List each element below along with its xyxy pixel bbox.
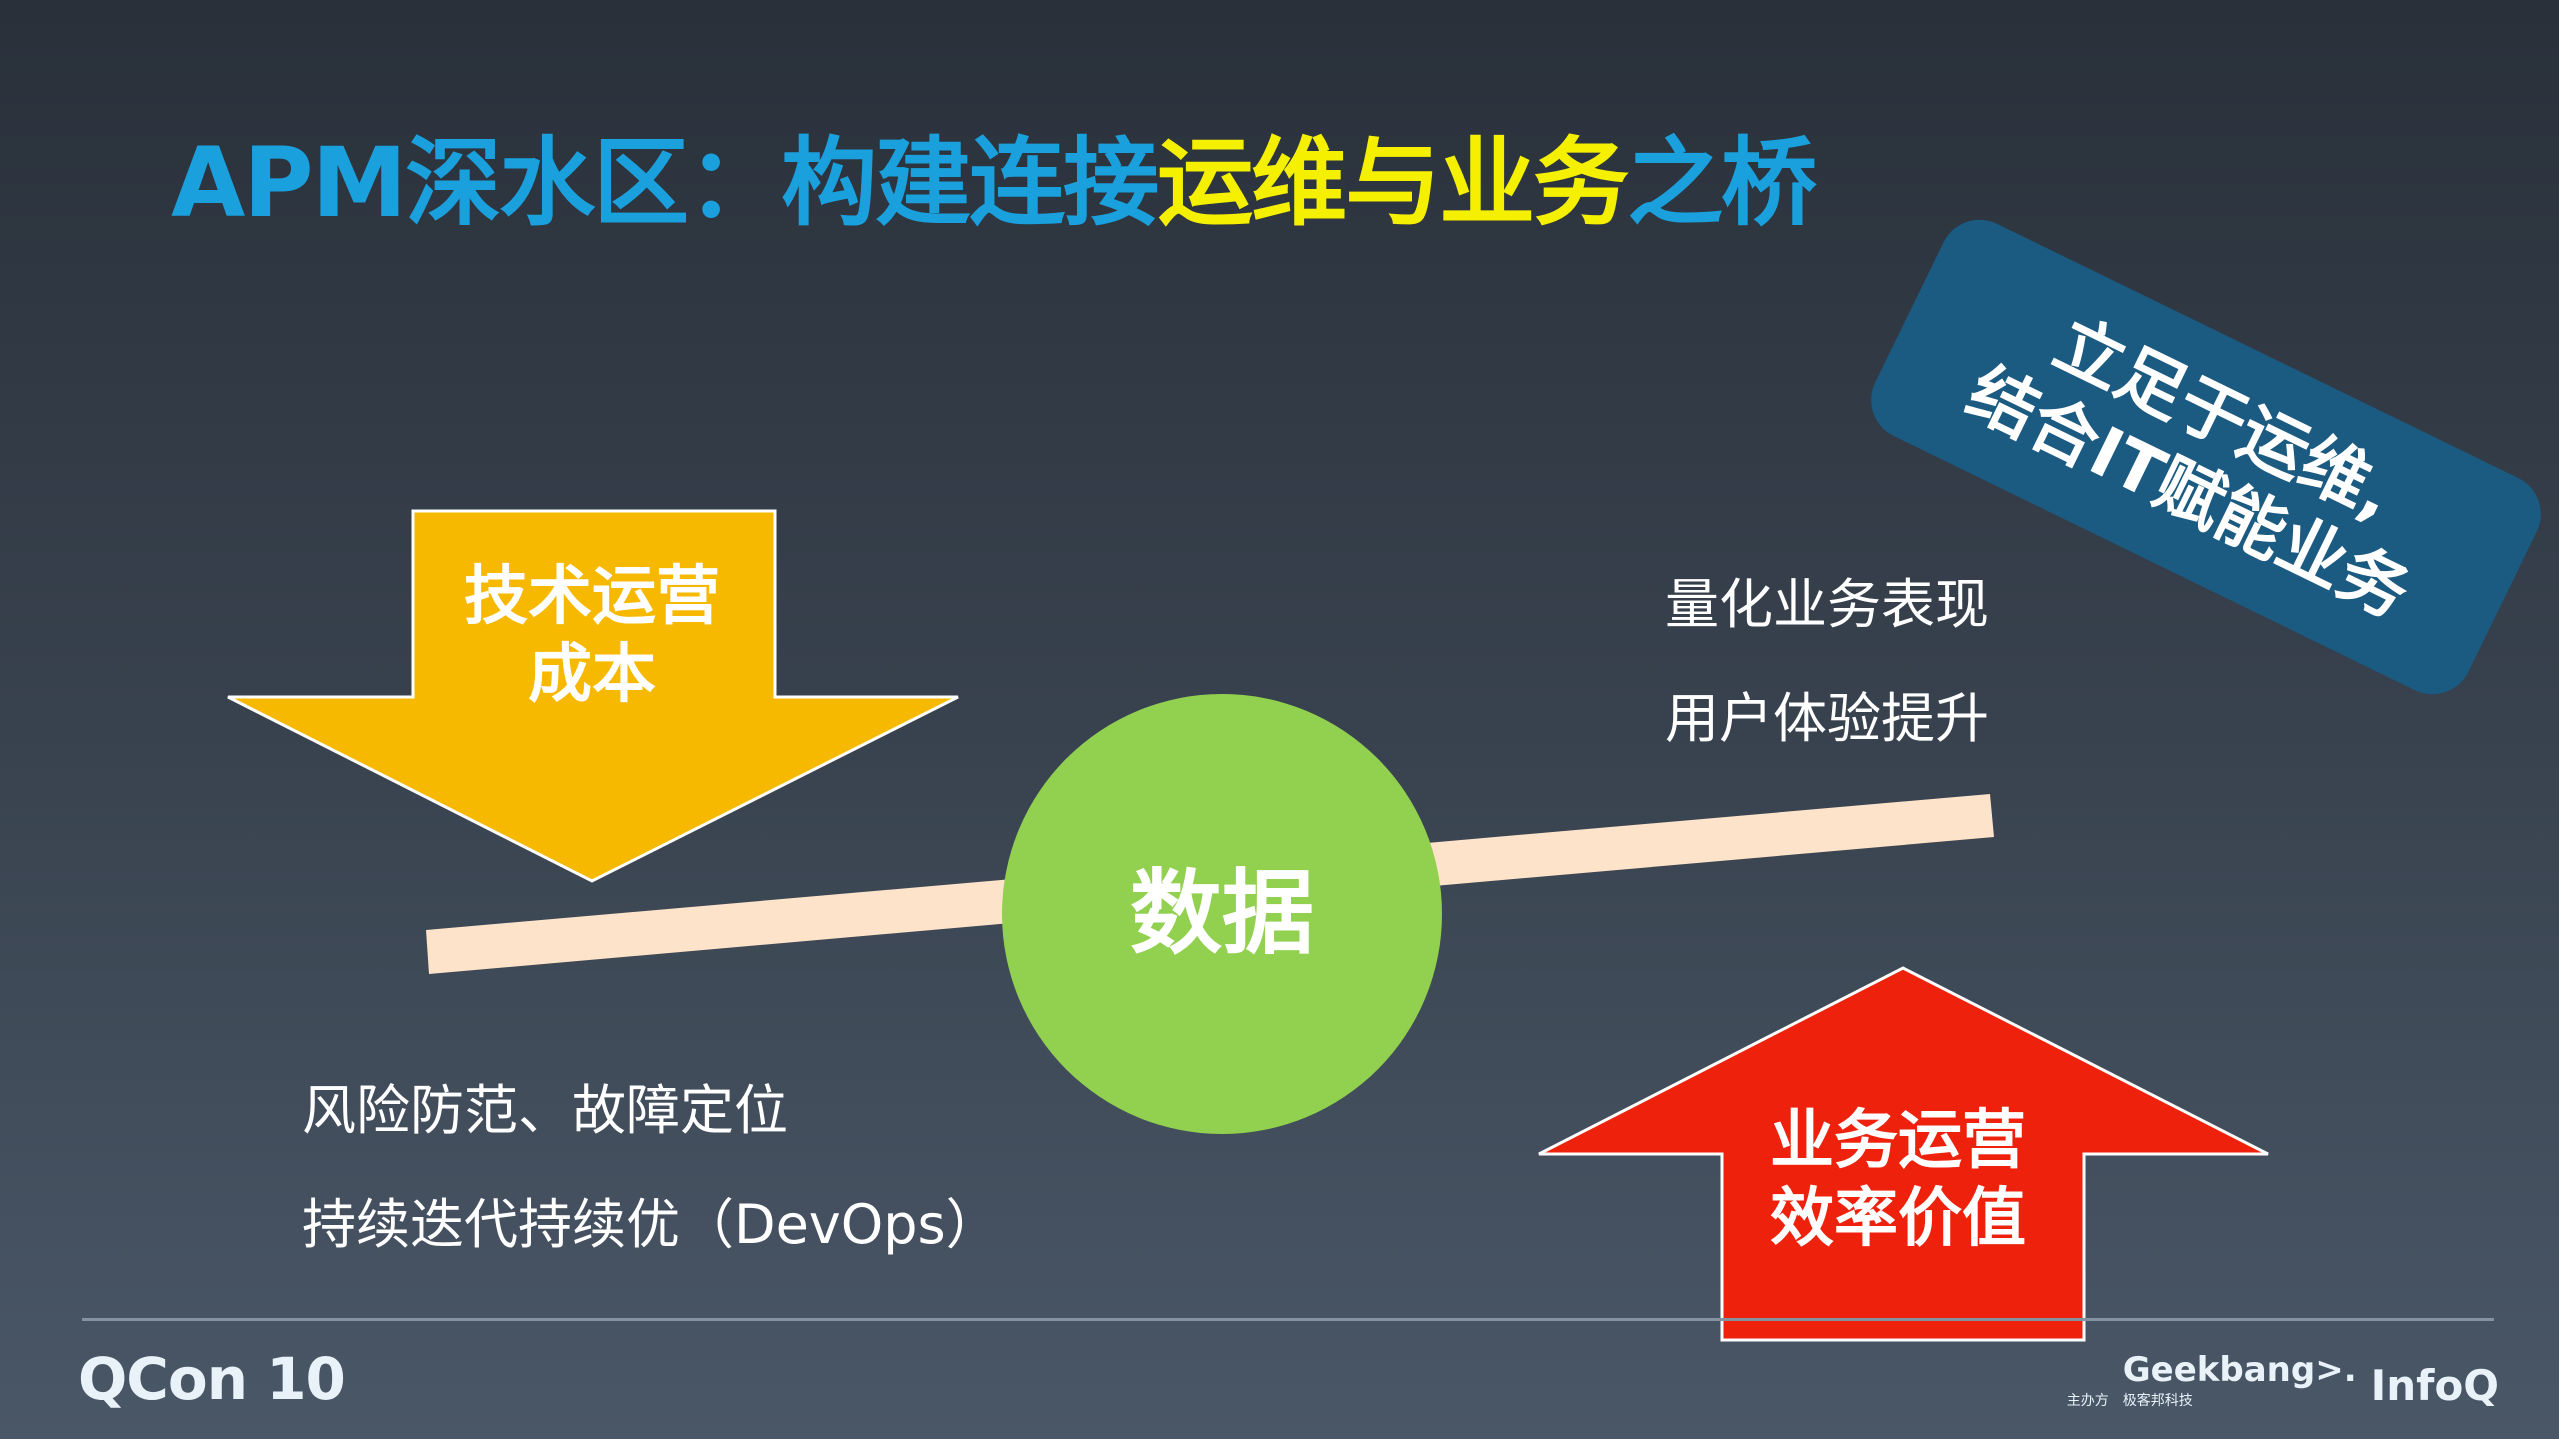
left-point: 风险防范、故障定位 [302, 1079, 788, 1142]
sponsor-logos: 主办方 Geekbang>. 极客邦科技 InfoQ [2067, 1350, 2499, 1410]
left-point: 持续迭代持续优（DevOps） [302, 1193, 1000, 1256]
slide-title: APM深水区：构建连接运维与业务之桥 [171, 127, 1817, 239]
data-label: 数据 [1129, 860, 1315, 967]
qcon-logo: QCon 10 [78, 1345, 346, 1413]
host-label: 主办方 [2066, 1393, 2109, 1409]
value-arrow-label: 业务运营效率价值 [1770, 1104, 2026, 1256]
data-circle [1002, 694, 1442, 1134]
cost-arrow-label: 技术运营成本 [464, 560, 720, 712]
right-point: 量化业务表现 [1665, 573, 1989, 636]
cost-down-arrow [227, 509, 959, 883]
footer-divider [82, 1318, 2494, 1321]
value-up-arrow [1538, 966, 2269, 1342]
geekbang-logo: Geekbang>. 极客邦科技 [2122, 1350, 2357, 1409]
infoq-logo: InfoQ [2370, 1361, 2499, 1410]
right-point: 用户体验提升 [1665, 687, 1989, 750]
